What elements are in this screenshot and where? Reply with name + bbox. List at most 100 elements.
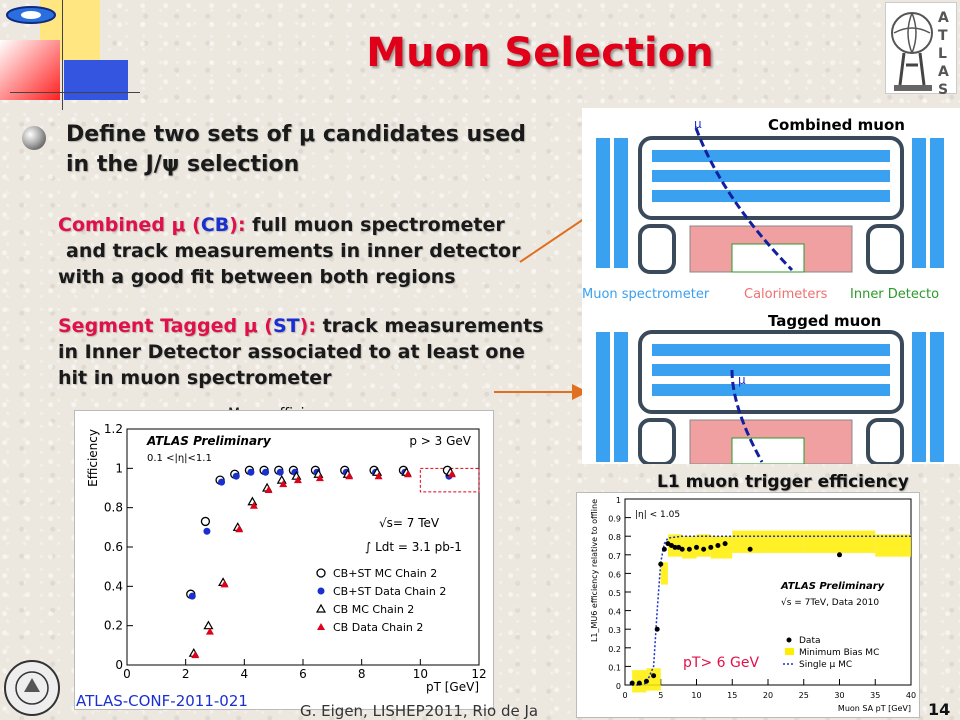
tagged-event-display: μ Tagged muon [596,308,952,466]
atlas-logo-letters: ATLAS [938,10,949,98]
data-point [686,546,692,552]
conference-logo-icon [4,4,58,26]
data-point [315,474,324,482]
y-tick-label: 1 [115,461,123,475]
y-tick-label: 0 [115,658,123,672]
annotation-sqrts: √s = 7TeV, Data 2010 [781,597,879,608]
data-point [447,470,456,478]
x-axis-label: pT [GeV] [426,680,479,694]
data-point [403,470,412,478]
x-tick-label: 0 [123,667,131,681]
data-point [643,678,649,684]
legend-entry: Data [799,636,821,646]
legend-id: Inner Detecto [850,287,939,302]
legend-entry: Minimum Bias MC [799,648,879,658]
data-point [672,544,678,550]
y-tick-label: 0.2 [104,619,123,633]
data-point [345,472,354,480]
y-axis-label: L1_MU6 efficiency relative to offline [590,499,599,642]
y-tick-label: 0.6 [104,540,123,554]
bullet-text: Define two sets of μ candidates used in … [66,120,586,180]
y-tick-label: 0.1 [608,663,621,672]
mc-band-segment [646,668,661,691]
data-point [315,603,327,613]
legend-marker-data [786,637,792,643]
data-point [317,587,325,595]
legend-entry: CB+ST Data Chain 2 [333,585,446,598]
atlas-logo: ATLAS [885,2,957,98]
x-tick-label: 8 [358,667,366,681]
y-tick-label: 0.3 [608,626,621,635]
cb-text-2: and track measurements in inner detector [66,240,521,262]
legend-entry: CB MC Chain 2 [333,603,414,616]
mc-band-segment [875,534,911,557]
footer-text: G. Eigen, LISHEP2011, Rio de Ja [300,702,539,720]
y-tick-label: 0.4 [104,579,123,593]
combined-muon-label: Combined muon [768,116,905,134]
bullet-line-2: in the J/ψ selection [66,152,300,177]
mu-symbol-tagged: μ [738,373,746,387]
y-tick-label: 1 [616,496,621,505]
x-tick-label: 10 [413,667,428,681]
annotation-sqrts: √s= 7 TeV [379,516,440,530]
st-text-1: track measurements [315,315,544,337]
mc-band-segment [732,530,804,553]
data-point [636,680,642,686]
data-point [715,543,721,548]
annotation-lumi: ∫ Ldt = 3.1 pb-1 [365,540,462,554]
mc-band-segment [696,534,711,557]
data-point [188,592,196,600]
event-display-panel: μ Combined muon Muon spectrometer Calori… [582,108,960,466]
st-text-2: in Inner Detector associated to at least… [58,341,525,363]
x-tick-label: 10 [691,691,701,700]
data-point [654,626,660,632]
data-point [220,580,229,588]
data-point [679,546,685,552]
cb-text-1: full muon spectrometer [245,214,505,236]
combined-paragraph: Combined μ (CB): full muon spectrometer … [58,212,588,290]
legend-entry: CB+ST MC Chain 2 [333,567,437,580]
y-tick-label: 0.4 [608,608,621,617]
y-tick-label: 0.6 [608,570,621,579]
data-point [661,546,667,552]
st-abbr: ST [273,315,300,337]
data-point [658,561,664,567]
x-tick-label: 6 [299,667,307,681]
data-point [629,680,635,686]
y-tick-label: 0.7 [608,552,621,561]
x-tick-label: 30 [834,691,844,700]
l1-caption: L1 muon trigger efficiency [657,472,909,492]
page-number: 14 [928,700,951,719]
x-tick-label: 4 [241,667,249,681]
data-point [316,568,326,578]
x-tick-label: 20 [763,691,773,700]
x-tick-label: 2 [182,667,190,681]
data-point [264,485,273,493]
y-tick-label: 0.8 [104,501,123,515]
data-point [651,673,657,679]
mc-band-segment [803,530,876,553]
legend-entry: CB Data Chain 2 [333,621,423,634]
data-point [203,527,211,535]
mc-band-segment [710,536,733,559]
x-tick-label: 12 [471,667,486,681]
x-tick-label: 40 [906,691,916,700]
data-point [262,468,270,476]
x-tick-label: 15 [727,691,737,700]
annotation-atlas: ATLAS Preliminary [146,434,272,448]
data-point [205,627,214,635]
x-tick-label: 35 [870,691,880,700]
segment-tagged-paragraph: Segment Tagged μ (ST): track measurement… [58,313,588,391]
data-point [279,480,288,488]
y-tick-label: 1.2 [104,422,123,436]
data-point [317,623,325,630]
university-seal-icon [2,658,62,718]
mu-symbol-combined: μ [694,117,702,131]
data-point [200,516,211,527]
y-tick-label: 0 [616,682,621,691]
annotation-atlas: ATLAS Preliminary [780,581,885,592]
legend-ms: Muon spectrometer [582,287,710,302]
